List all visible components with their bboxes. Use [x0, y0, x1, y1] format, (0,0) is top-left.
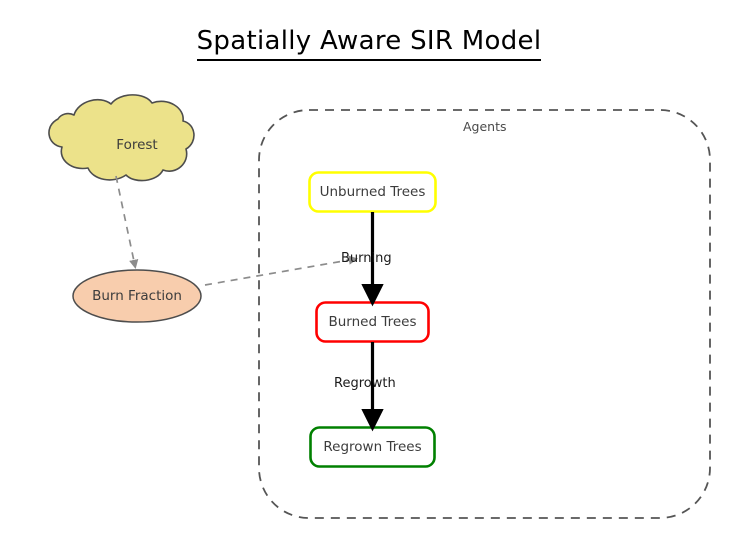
unburned-trees-node-label: Unburned Trees: [319, 184, 426, 200]
forest-node-label: Forest: [116, 137, 158, 153]
regrown-trees-node-label: Regrown Trees: [323, 439, 422, 455]
unburned-trees-node-shape[interactable]: [308, 171, 437, 213]
burned-trees-node-label: Burned Trees: [328, 314, 417, 330]
agents-cluster-label: Agents: [463, 119, 507, 134]
burn-fraction-node-shape[interactable]: [72, 269, 202, 323]
edge-forest-to-burn-fraction: [115, 175, 139, 270]
page-title: Spatially Aware SIR Model: [0, 26, 738, 61]
agents-cluster-border: [258, 109, 711, 519]
burn-fraction-node-label: Burn Fraction: [92, 288, 182, 304]
edge-label-burning: Burning: [341, 251, 392, 266]
edge-label-regrowth: Regrowth: [334, 376, 396, 391]
edge-burn-fraction-to-burning: [204, 255, 359, 286]
page-title-text: Spatially Aware SIR Model: [196, 26, 542, 61]
forest-node-shape[interactable]: [48, 94, 195, 182]
